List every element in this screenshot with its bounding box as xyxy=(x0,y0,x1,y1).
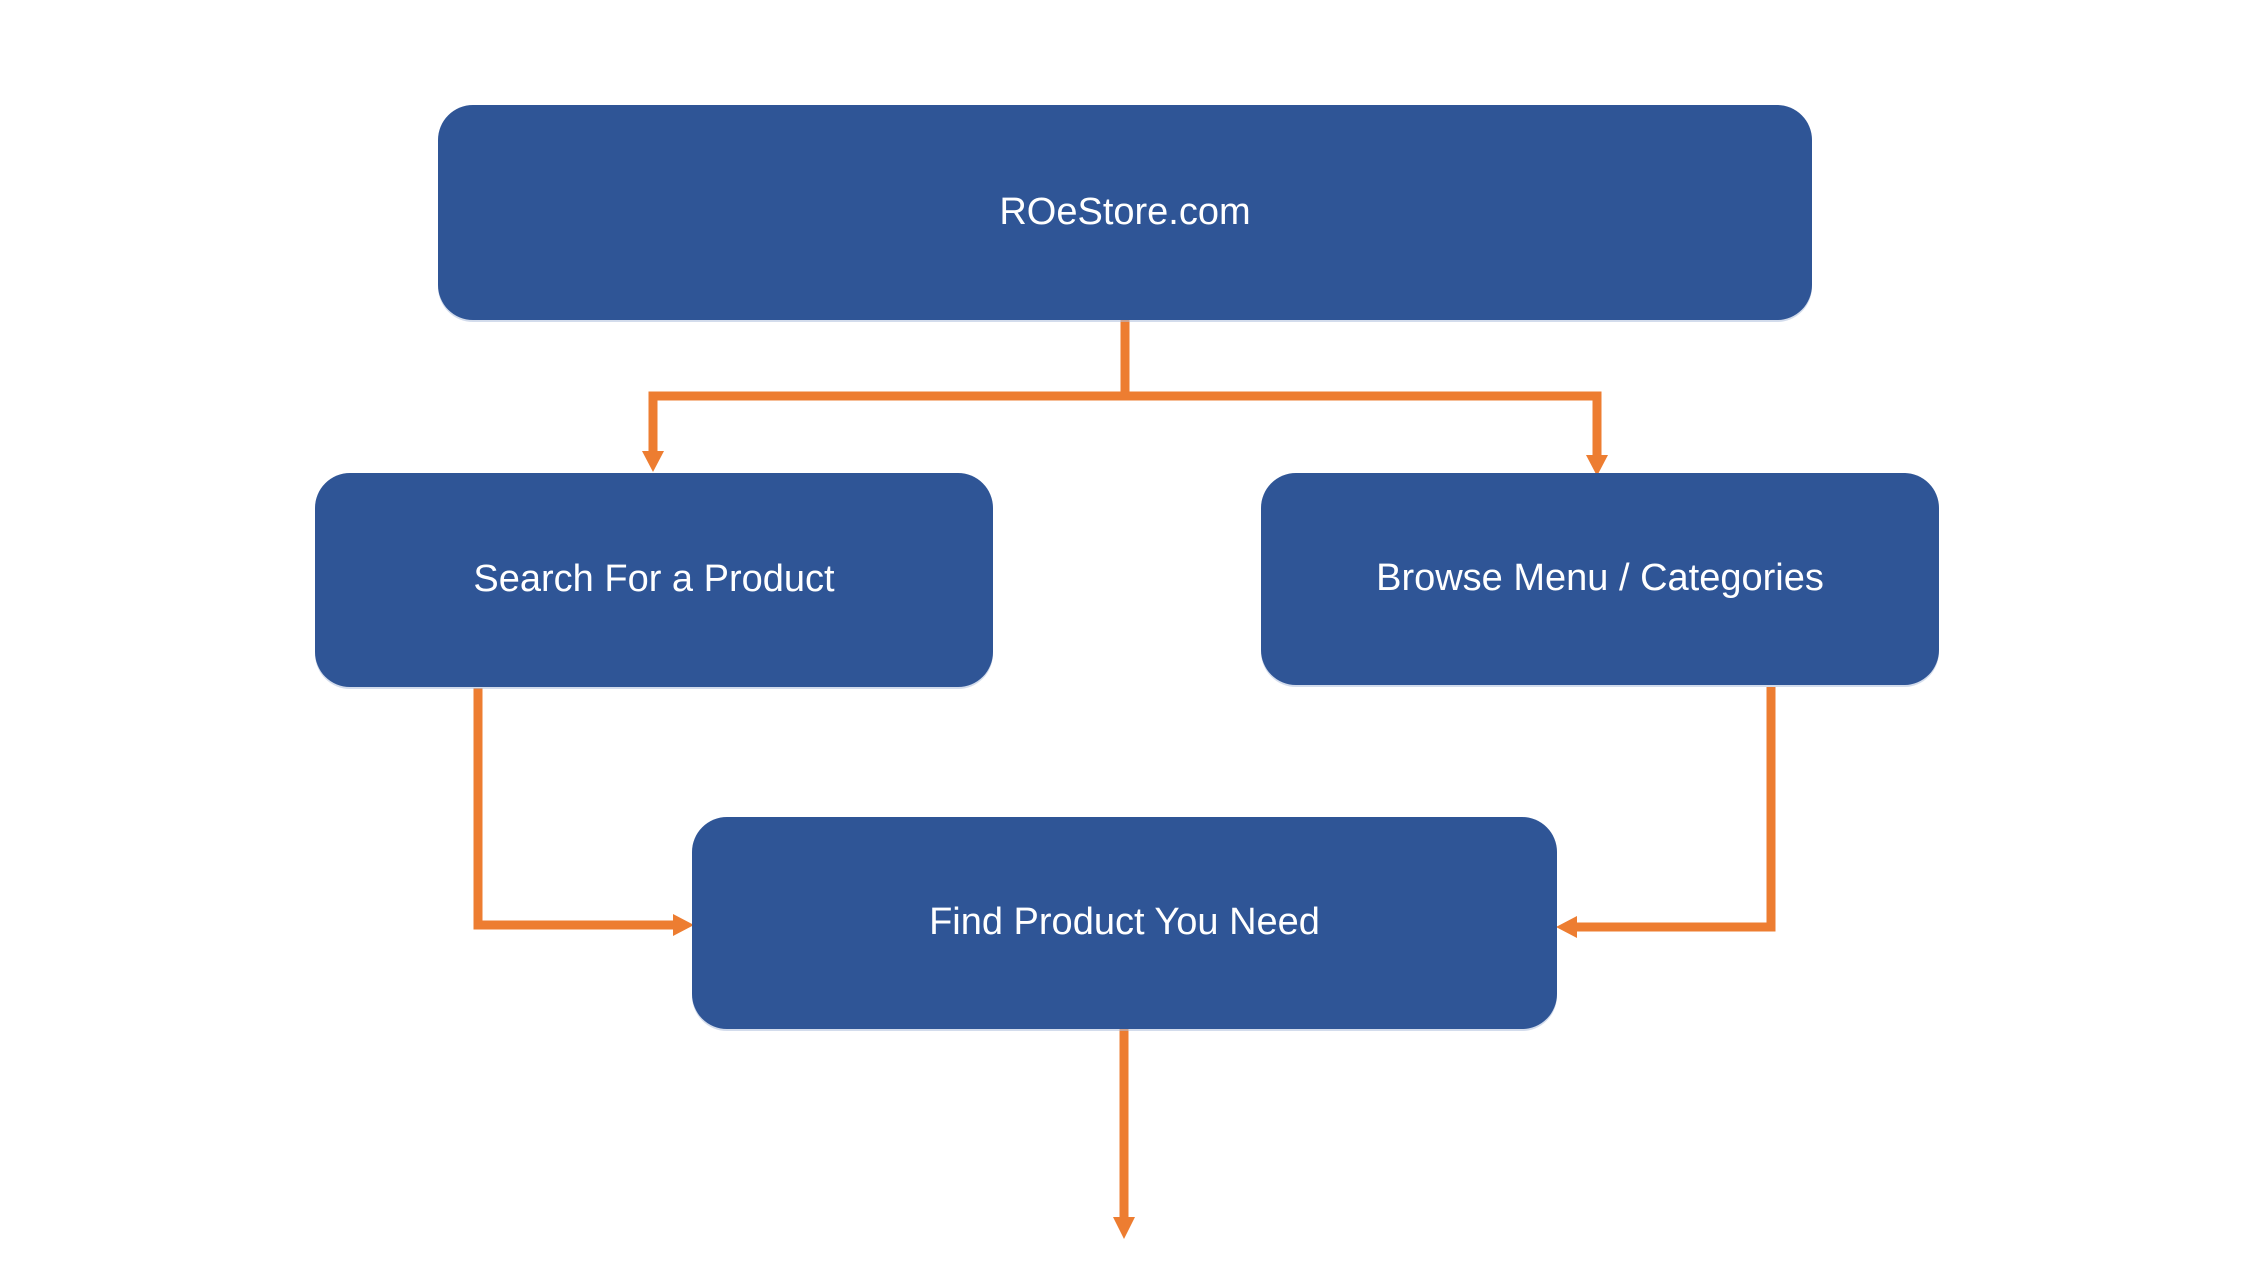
node-find-product-label: Find Product You Need xyxy=(929,901,1320,944)
arrow-search-to-find xyxy=(473,688,673,930)
node-roestore-label: ROeStore.com xyxy=(999,190,1251,233)
arrowhead-root-to-search xyxy=(642,451,664,472)
arrowhead-browse-to-find xyxy=(1556,916,1577,938)
node-search-product-label: Search For a Product xyxy=(473,558,835,601)
node-roestore: ROeStore.com xyxy=(438,105,1812,320)
node-browse-categories: Browse Menu / Categories xyxy=(1261,473,1939,685)
node-browse-categories-label: Browse Menu / Categories xyxy=(1376,557,1824,600)
arrowhead-search-to-find xyxy=(673,914,694,936)
arrow-browse-to-find xyxy=(1577,687,1776,932)
arrowhead-find-down xyxy=(1113,1217,1135,1239)
arrow-root-to-search xyxy=(648,320,1130,452)
arrowhead-root-to-browse xyxy=(1586,455,1608,476)
node-search-product: Search For a Product xyxy=(315,473,993,687)
node-find-product: Find Product You Need xyxy=(692,817,1557,1029)
arrow-root-to-browse xyxy=(1125,391,1602,456)
